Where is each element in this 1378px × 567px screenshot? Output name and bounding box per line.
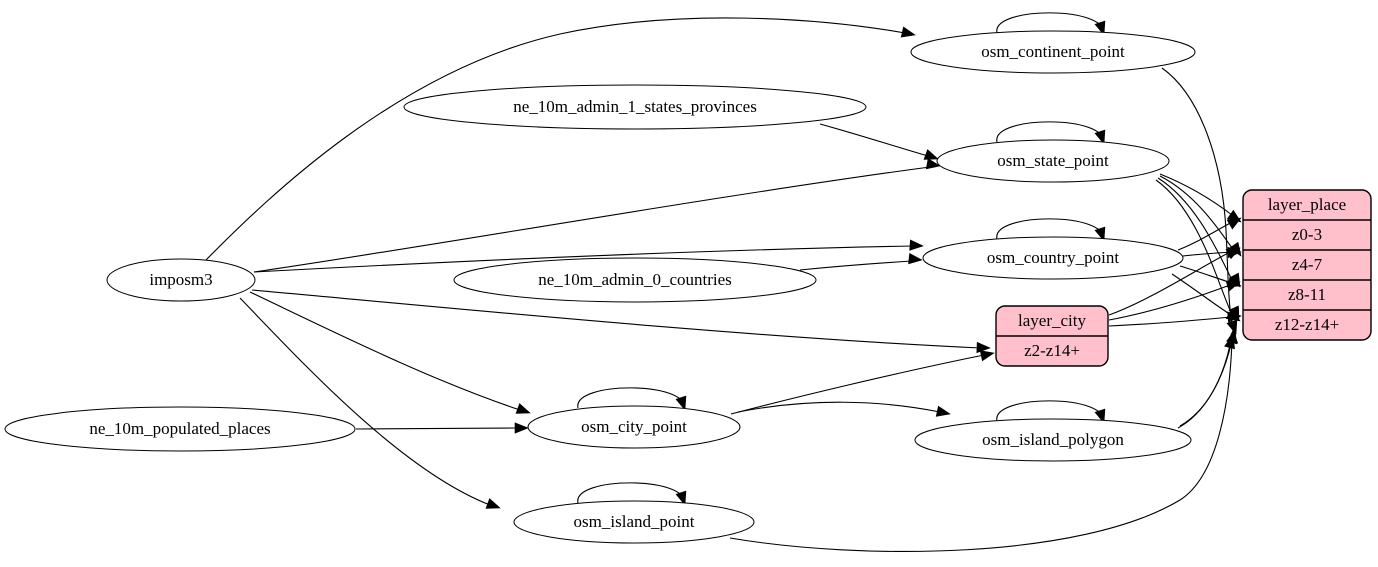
node-shape-osm_country_point[interactable] [922,236,1184,280]
record-row-layer_place-3[interactable]: z12-z14+ [1275,315,1339,334]
node-osm_country_point[interactable]: osm_country_point [922,236,1184,280]
self-loop-osm_island_point [577,482,687,506]
node-label-ne_10m_admin_1_states_provinces: ne_10m_admin_1_states_provinces [513,97,757,116]
edge-layer_city-to-layer_place [1108,280,1241,321]
record-header-layer_place: layer_place [1268,195,1346,214]
node-ne_10m_populated_places[interactable]: ne_10m_populated_places [4,406,356,452]
self-loops-layer [577,12,1106,506]
node-imposm3[interactable]: imposm3 [106,258,256,302]
self-loop-osm_island_polygon [996,400,1106,424]
node-shape-osm_state_point[interactable] [936,139,1170,183]
node-label-osm_city_point: osm_city_point [581,417,687,436]
edge-ne_10m_admin_1_states_provinces-to-osm_state_point [819,123,939,160]
node-ne_10m_admin_1_states_provinces[interactable]: ne_10m_admin_1_states_provinces [403,84,867,130]
node-label-ne_10m_admin_0_countries: ne_10m_admin_0_countries [538,270,732,289]
node-label-osm_continent_point: osm_continent_point [981,42,1125,61]
record-header-layer_city: layer_city [1018,311,1086,330]
node-shape-osm_continent_point[interactable] [910,30,1196,74]
edge-osm_island_polygon-to-layer_place [1177,334,1236,429]
edge-osm_continent_point-to-layer_place [1161,67,1238,335]
node-shape-ne_10m_admin_1_states_provinces[interactable] [403,84,867,130]
edge-layer_city-to-layer_place [1108,247,1241,316]
node-shape-ne_10m_admin_0_countries[interactable] [453,257,817,303]
self-loop-osm_country_point [996,218,1106,242]
record-row-layer_city-0[interactable]: z2-z14+ [1024,341,1080,360]
edge-layer_city-to-layer_place [1108,311,1242,327]
edge-osm_state_point-to-layer_place [1159,173,1242,223]
self-loop-osm_continent_point [996,12,1106,36]
node-osm_island_polygon[interactable]: osm_island_polygon [914,418,1192,462]
node-label-imposm3: imposm3 [149,270,212,289]
node-shape-ne_10m_populated_places[interactable] [4,406,356,452]
record-node-layer_city[interactable]: layer_city z2-z14+ [995,305,1109,367]
edge-osm_city_point-to-layer_city [730,350,995,415]
node-shape-osm_city_point[interactable] [527,405,741,449]
nodes-layer: imposm3 ne_10m_admin_1_states_provincesne… [4,30,1196,544]
edge-osm_country_point-to-layer_place [1177,217,1242,251]
edge-osm_island_point-to-layer_place [729,329,1239,552]
edge-imposm3-to-osm_continent_point [204,17,916,262]
record-row-layer_place-2[interactable]: z8-11 [1288,285,1326,304]
self-loop-osm_state_point [996,121,1106,145]
node-label-osm_island_polygon: osm_island_polygon [982,430,1124,449]
node-osm_island_point[interactable]: osm_island_point [513,500,755,544]
node-label-osm_island_point: osm_island_point [574,512,695,531]
record-node-layer_place[interactable]: layer_place z0-3 z4-7 z8-11 z12-z14+ [1242,189,1372,341]
edge-imposm3-to-osm_city_point [249,291,531,414]
node-shape-osm_island_polygon[interactable] [914,418,1192,462]
edge-ne_10m_populated_places-to-osm_city_point [355,422,529,434]
edge-imposm3-to-layer_city [251,289,991,354]
edge-ne_10m_admin_0_countries-to-osm_country_point [799,252,923,271]
edge-imposm3-to-osm_country_point [253,239,924,273]
edge-osm_state_point-to-layer_place [1157,177,1241,288]
record-box-layer_place[interactable] [1242,189,1372,341]
edge-imposm3-to-osm_island_point [239,297,501,509]
node-shape-imposm3[interactable] [106,258,256,302]
edges-layer [204,17,1242,552]
node-shape-osm_island_point[interactable] [513,500,755,544]
edge-imposm3-to-osm_state_point [253,158,941,273]
node-osm_continent_point[interactable]: osm_continent_point [910,30,1196,74]
edge-osm_city_point-to-osm_island_polygon [737,401,951,417]
node-osm_state_point[interactable]: osm_state_point [936,139,1170,183]
node-label-ne_10m_populated_places: ne_10m_populated_places [89,419,270,438]
node-label-osm_state_point: osm_state_point [997,151,1109,170]
node-ne_10m_admin_0_countries[interactable]: ne_10m_admin_0_countries [453,257,817,303]
record-row-layer_place-0[interactable]: z0-3 [1292,225,1322,244]
self-loop-osm_city_point [577,387,687,411]
records-layer: layer_place z0-3 z4-7 z8-11 z12-z14+ layer_ci… [995,189,1372,367]
node-osm_city_point[interactable]: osm_city_point [527,405,741,449]
node-label-osm_country_point: osm_country_point [987,248,1119,267]
record-row-layer_place-1[interactable]: z4-7 [1292,255,1323,274]
